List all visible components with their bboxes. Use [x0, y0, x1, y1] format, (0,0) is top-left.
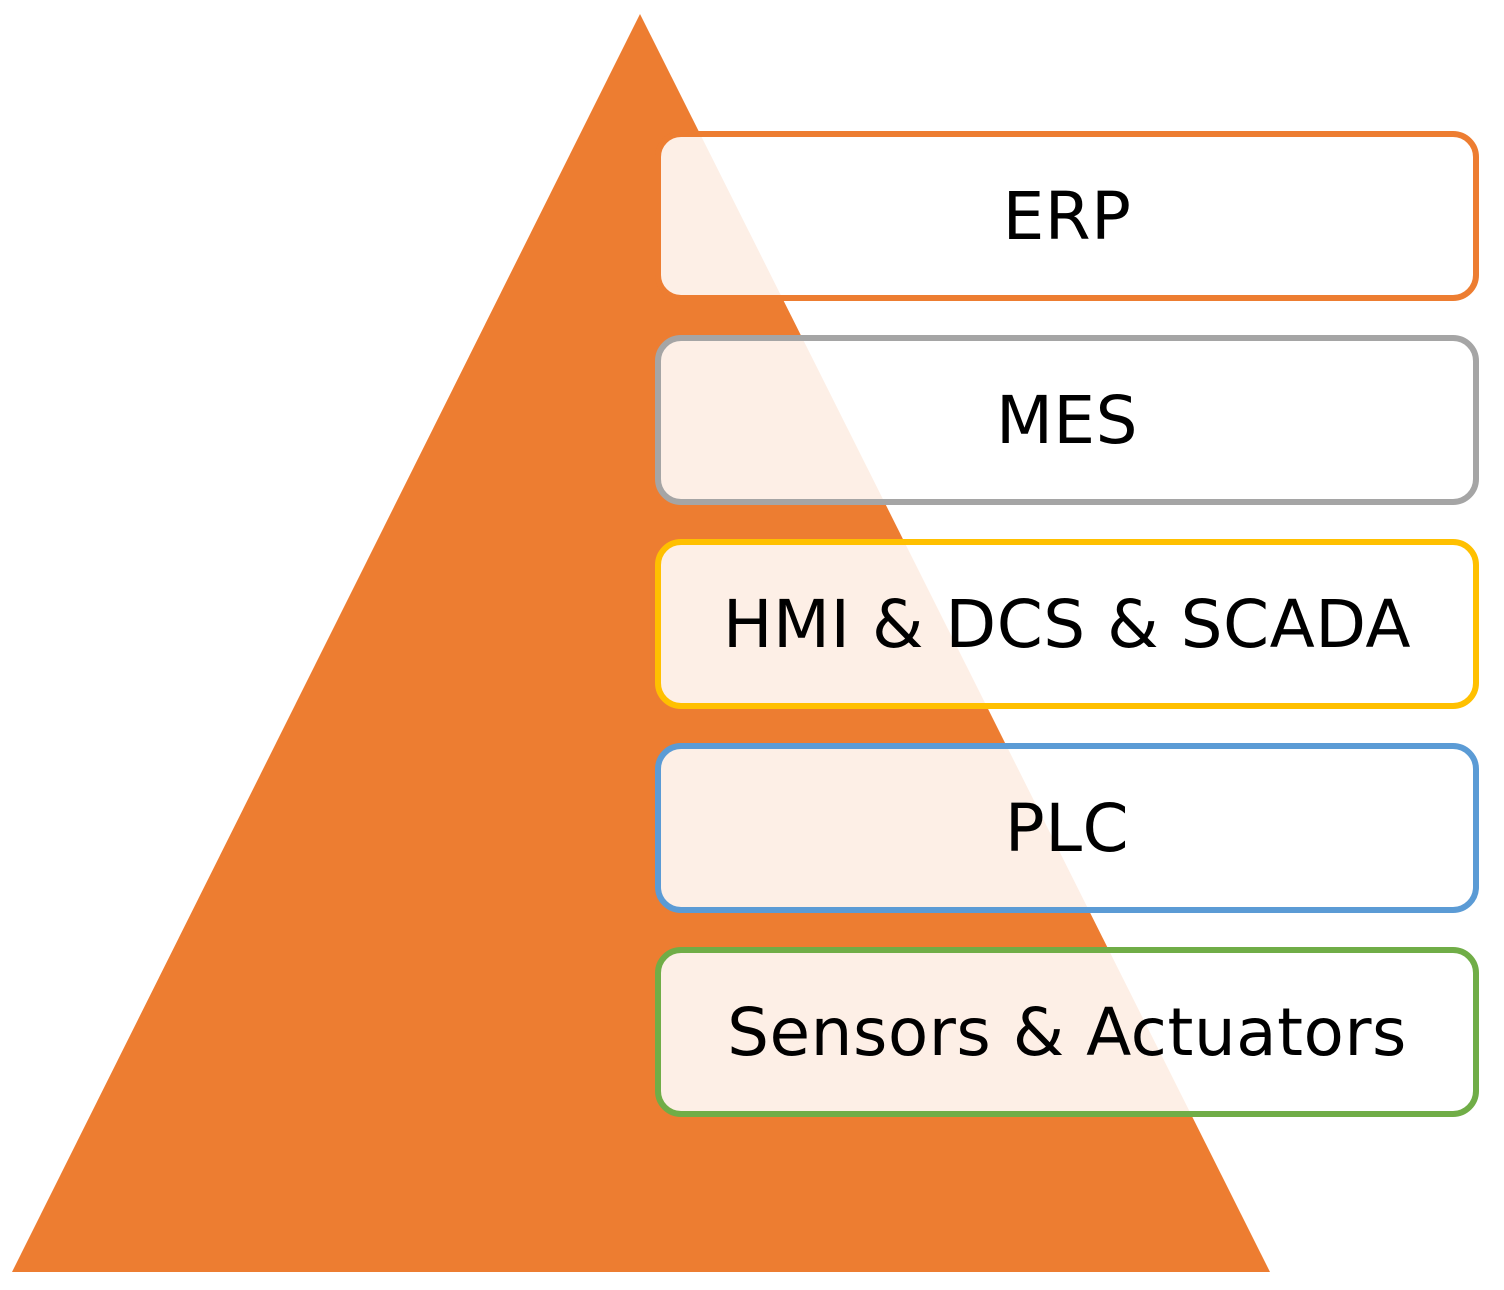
- layer-sensors-actuators: Sensors & Actuators: [655, 947, 1479, 1117]
- layer-mes: MES: [655, 335, 1479, 505]
- layer-erp: ERP: [655, 131, 1479, 301]
- layer-hmi-dcs-scada: HMI & DCS & SCADA: [655, 539, 1479, 709]
- layer-plc: PLC: [655, 743, 1479, 913]
